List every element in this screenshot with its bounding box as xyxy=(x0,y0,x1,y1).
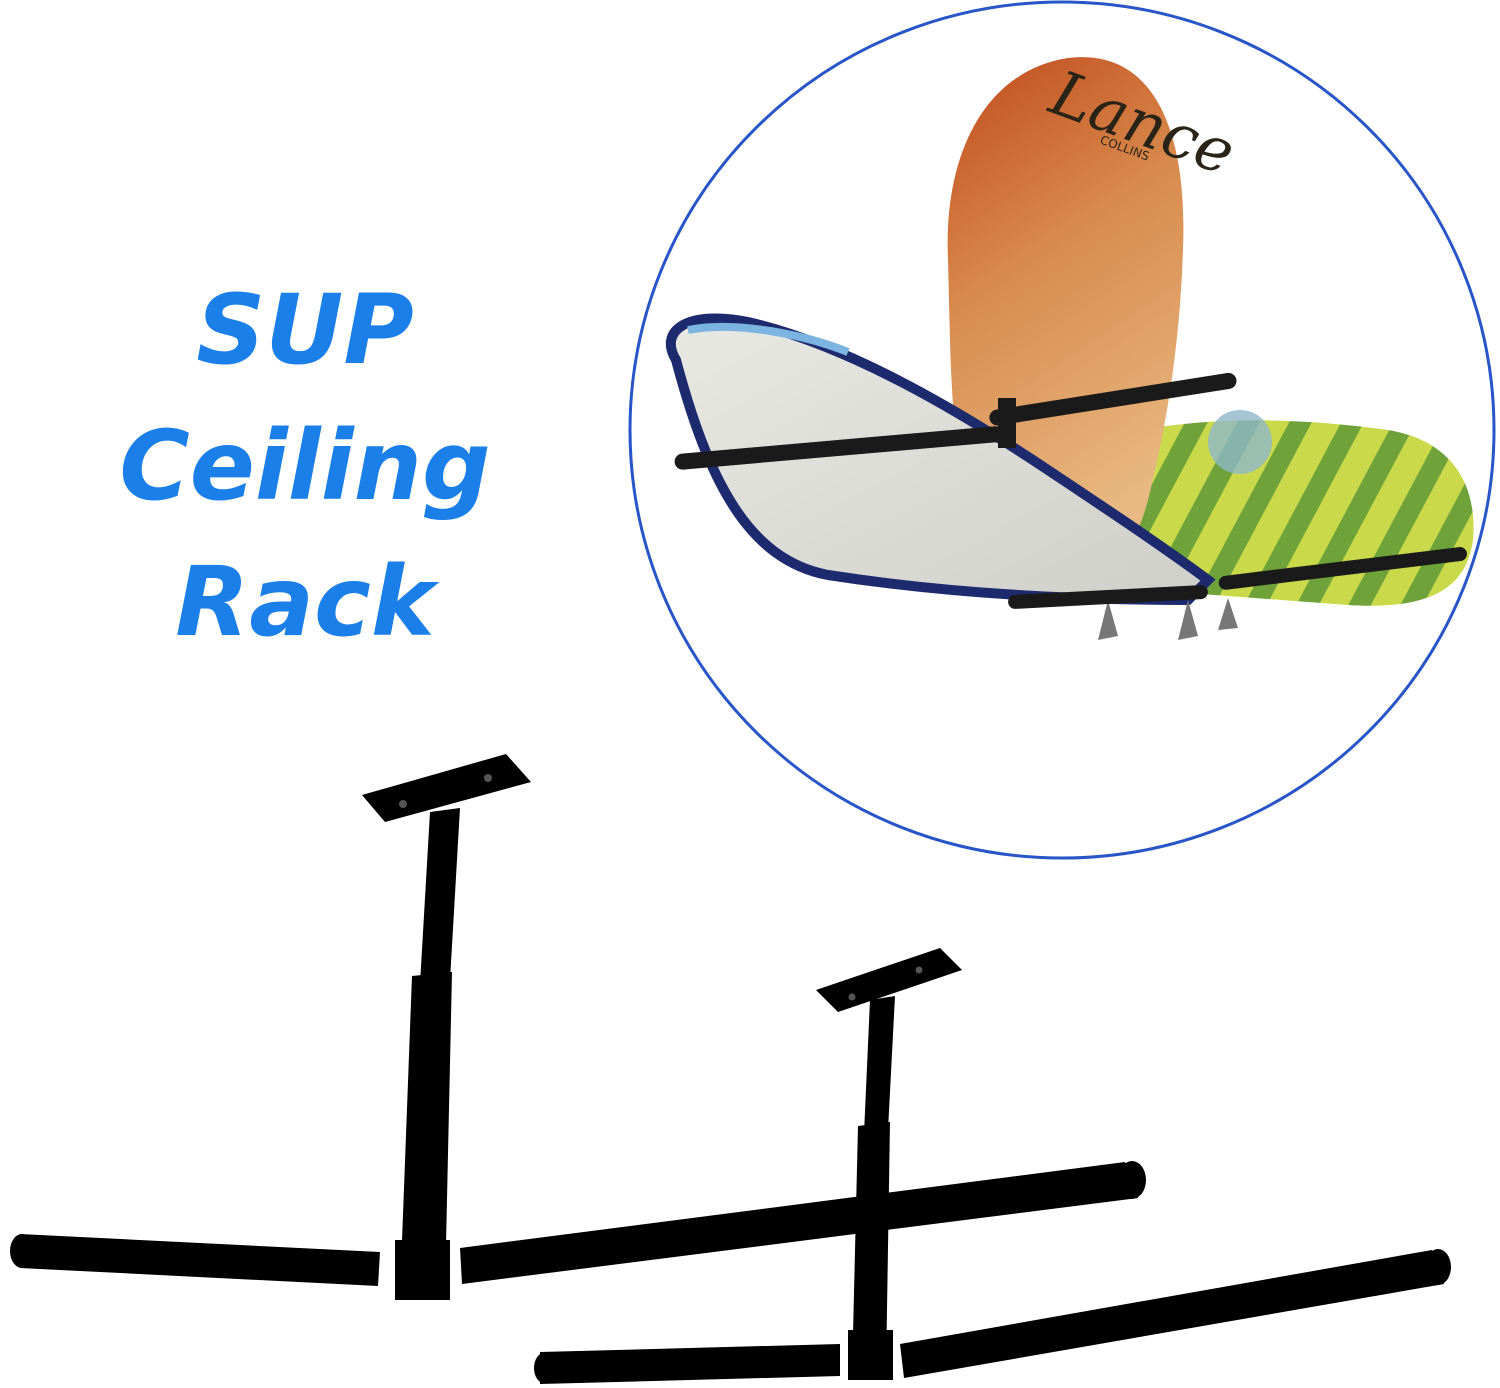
inset-photo: Lance COLLINS xyxy=(628,0,1496,860)
inset-border xyxy=(628,0,1496,860)
rack-1-lower-pole xyxy=(400,972,452,1294)
inset-rack-bar-left xyxy=(674,426,1004,470)
white-sup-board xyxy=(665,313,1216,606)
headline: SUP Ceiling Rack xyxy=(0,262,610,670)
inset-rack-bar-lower-left xyxy=(1008,585,1208,609)
fin-icon xyxy=(1098,600,1118,640)
rack-2-arm-left xyxy=(540,1344,840,1384)
rack-1-upper-pole xyxy=(420,808,460,984)
rack-2-lower-pole xyxy=(852,1122,890,1376)
rack-2-arm-right xyxy=(900,1250,1444,1378)
rack-2-upper-pole xyxy=(864,996,895,1134)
fin-icon xyxy=(1178,600,1198,640)
ceiling-rack-product xyxy=(10,754,1451,1384)
board-sticker-icon xyxy=(1208,410,1272,474)
fin-icon xyxy=(1218,598,1238,630)
inset-rack-bar-lower-right xyxy=(1218,547,1467,590)
headline-line-1: SUP Ceiling xyxy=(119,274,491,522)
rack-1-arm-right xyxy=(460,1162,1138,1284)
rack-2-hub xyxy=(848,1330,893,1380)
inset-rack-post xyxy=(998,398,1016,448)
inset-rack-bar-upper xyxy=(989,372,1237,426)
rack-1-arm-left xyxy=(20,1234,380,1286)
headline-line-2: Rack xyxy=(175,546,435,658)
rack-1-hub xyxy=(395,1240,450,1300)
